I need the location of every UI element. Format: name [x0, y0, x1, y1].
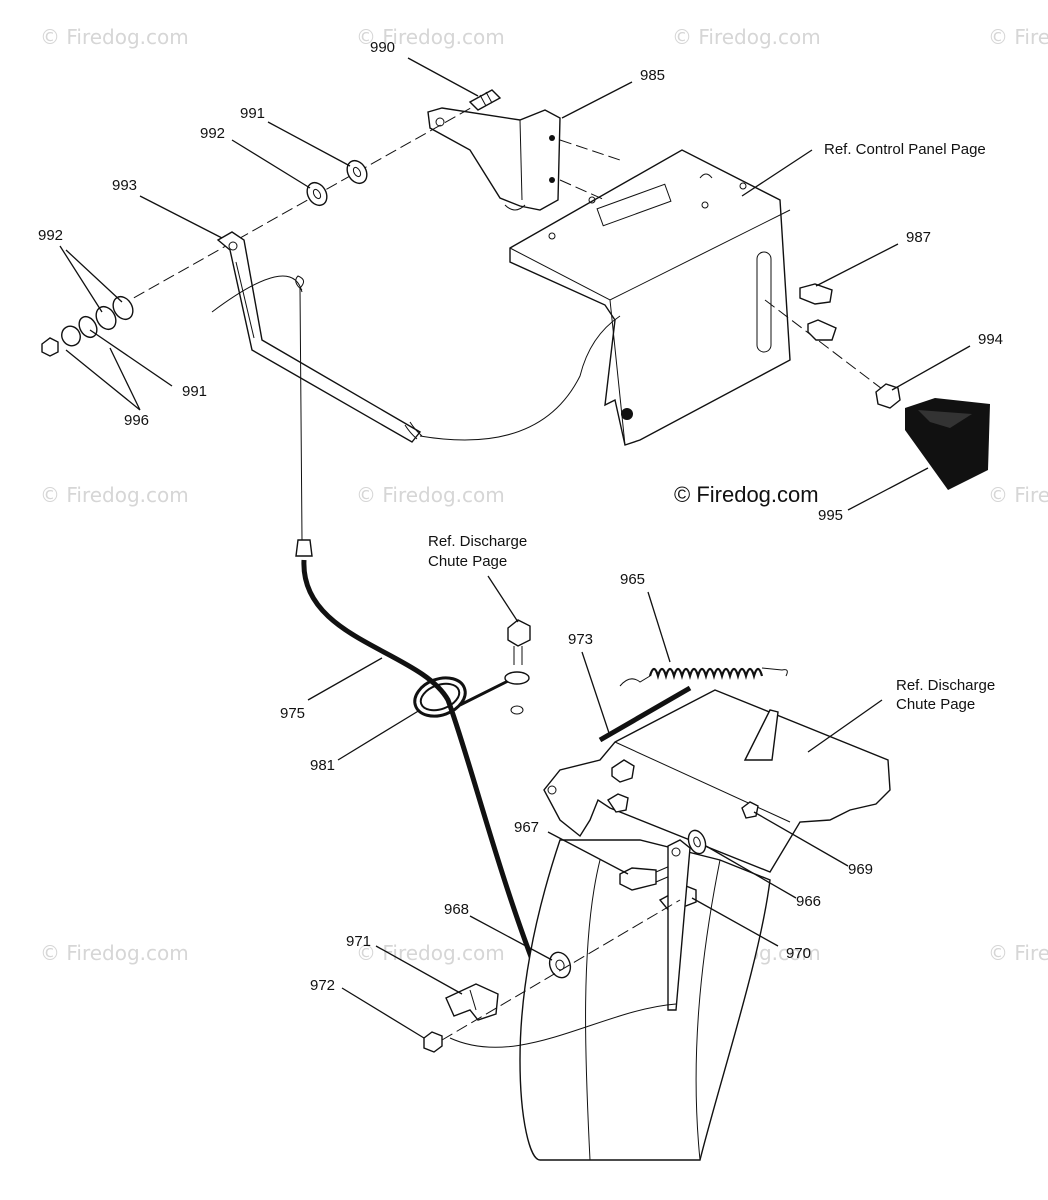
ref-discharge-chute-top-line1: Ref. Discharge	[428, 533, 527, 550]
part-number-966: 966	[796, 893, 821, 910]
washer	[346, 159, 368, 185]
alignment-line	[764, 299, 891, 396]
part-number-987: 987	[906, 229, 931, 246]
part-number-971: 971	[346, 933, 371, 950]
copyright-notice: © Firedog.com	[674, 482, 819, 507]
watermark: © Firedog.com	[356, 941, 505, 965]
bolt	[468, 89, 502, 111]
part-number-973: 973	[568, 631, 593, 648]
linkage-rod	[295, 275, 304, 541]
part-number-993: 993	[112, 177, 137, 194]
washer	[687, 829, 707, 855]
part-number-969: 969	[848, 861, 873, 878]
watermark-partial: © Fire	[988, 483, 1048, 507]
part-number-970: 970	[786, 945, 811, 962]
part-number-996: 996	[124, 412, 149, 429]
part-number-990: 990	[370, 39, 395, 56]
bolt	[619, 865, 671, 891]
knob	[905, 398, 990, 490]
nut	[875, 383, 901, 409]
alignment-line	[441, 899, 681, 1041]
watermark: © Firedog.com	[356, 25, 505, 49]
washer	[306, 181, 328, 207]
watermark: © Firedog.com	[672, 25, 821, 49]
linkage-wire	[449, 1003, 677, 1048]
part-labels: 990 985 991 992 993 992 991 996 987 994 …	[38, 39, 1003, 994]
control-panel-bracket	[509, 149, 791, 446]
ref-discharge-chute-top-line2: Chute Page	[428, 553, 507, 570]
part-number-992: 992	[38, 227, 63, 244]
linkage-arm	[667, 839, 691, 1011]
cable-clip	[413, 676, 511, 718]
ref-discharge-chute-right-line1: Ref. Discharge	[896, 677, 995, 694]
alignment-line	[559, 179, 606, 201]
part-number-967: 967	[514, 819, 539, 836]
part-number-985: 985	[640, 67, 665, 84]
part-number-965: 965	[620, 571, 645, 588]
ref-control-panel-page: Ref. Control Panel Page	[824, 141, 986, 158]
part-number-991: 991	[240, 105, 265, 122]
watermark: © Firedog.com	[356, 483, 505, 507]
part-number-995: 995	[818, 507, 843, 524]
rod	[598, 685, 692, 743]
part-number-968: 968	[444, 901, 469, 918]
leader-lines	[59, 57, 971, 1039]
shift-lever	[216, 231, 423, 443]
part-number-981: 981	[310, 757, 335, 774]
part-number-975: 975	[280, 705, 305, 722]
mounting-bracket	[427, 107, 561, 211]
screw	[504, 619, 531, 715]
alignment-line	[559, 139, 621, 161]
part-number-994: 994	[978, 331, 1003, 348]
watermark: © Firedog.com	[40, 941, 189, 965]
part-number-992: 992	[200, 125, 225, 142]
watermark-partial: © Fire	[988, 941, 1048, 965]
watermark-partial: © Fire	[988, 25, 1048, 49]
ref-discharge-chute-right-line2: Chute Page	[896, 696, 975, 713]
reference-notes: Ref. Control Panel Page Ref. Discharge C…	[428, 141, 995, 713]
nut	[423, 1031, 443, 1053]
bolt	[799, 283, 837, 341]
washer	[548, 951, 572, 979]
watermark: © Firedog.com	[40, 25, 189, 49]
part-number-991: 991	[182, 383, 207, 400]
discharge-chute	[519, 839, 771, 1161]
alignment-line	[129, 99, 486, 301]
linkage-wire	[211, 275, 621, 441]
part-number-972: 972	[310, 977, 335, 994]
washer-stack	[41, 295, 134, 357]
watermark: © Firedog.com	[40, 483, 189, 507]
spring	[619, 667, 788, 687]
